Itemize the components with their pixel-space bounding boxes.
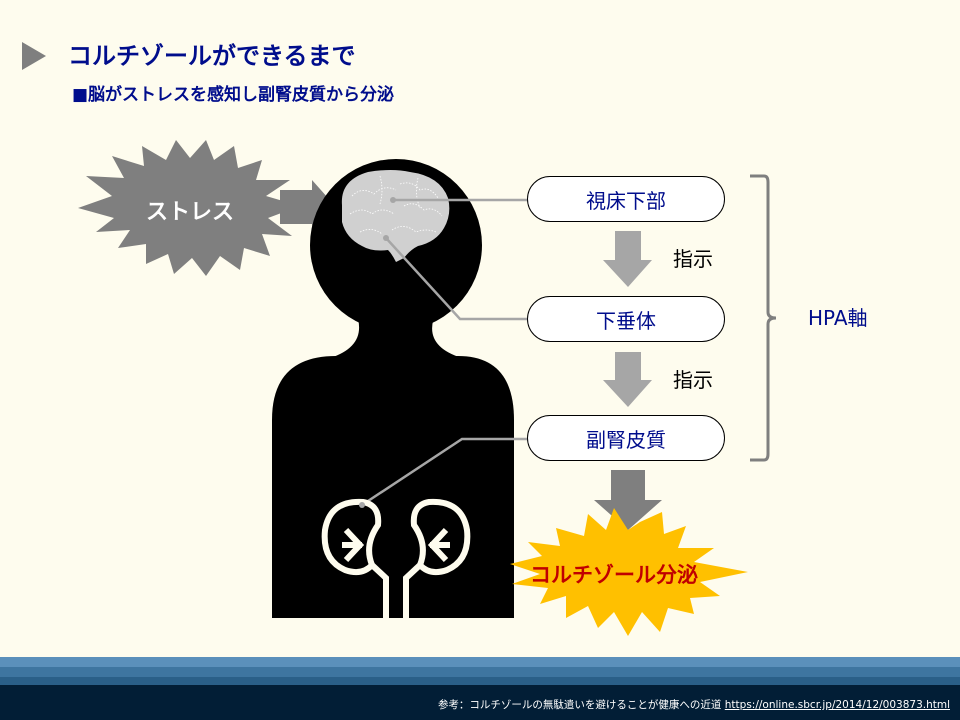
hpa-brace [750,174,777,462]
footer: 参考：コルチゾールの無駄遣いを避けることが健康への近道 https://onli… [0,685,960,720]
reference-link[interactable]: https://online.sbcr.jp/2014/12/003873.ht… [724,699,950,711]
result-burst [510,508,748,636]
instruction-label-1: 指示 [673,247,713,271]
triangle-right-icon [22,42,46,70]
reference-text: 参考：コルチゾールの無駄遣いを避けることが健康への近道 https://onli… [438,697,950,712]
node-label: 下垂体 [596,308,656,333]
page-subtitle: ■脳がストレスを感知し副腎皮質から分泌 [72,85,395,105]
node-label: 副腎皮質 [586,427,666,452]
page-title: コルチゾールができるまで [68,42,356,70]
adrenal-dot [359,502,365,508]
node-label: 視床下部 [586,188,666,213]
kidneys-icon [321,498,471,620]
result-label: コルチゾール分泌 [530,563,698,587]
stripe-1 [0,657,960,667]
body-silhouette [272,356,514,618]
stripe-2 [0,667,960,677]
brain-icon [341,170,450,262]
leader-lines [361,198,527,507]
node-pituitary: 下垂体 [527,296,725,342]
instruction-label-2: 指示 [673,368,713,392]
hpa-diagram [78,140,777,636]
node-hypothalamus: 視床下部 [527,176,725,222]
stress-burst [78,140,300,276]
stress-label: ストレス [146,200,235,225]
stripe-3 [0,677,960,685]
neck-silhouette [330,310,462,358]
reference-prefix: 参考：コルチゾールの無駄遣いを避けることが健康への近道 [437,699,722,711]
node-adrenal-cortex: 副腎皮質 [527,415,725,461]
brain-folds [349,175,443,235]
down-arrow-3 [594,470,662,530]
hpa-axis-label: HPA軸 [808,306,868,330]
down-arrow-1 [603,231,652,287]
down-arrow-2 [603,352,652,407]
